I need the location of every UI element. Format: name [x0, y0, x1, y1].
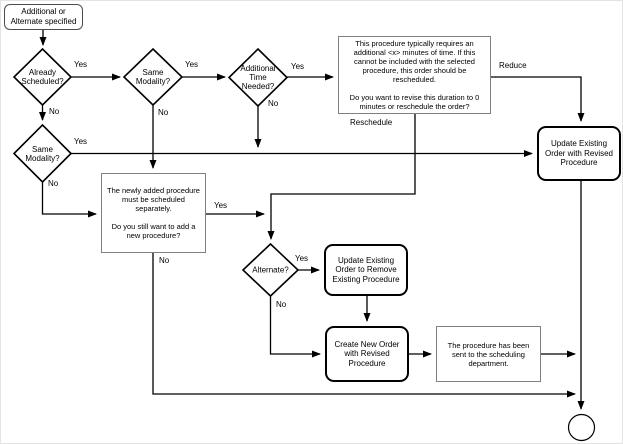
- edge-newly-added-no: [152, 253, 576, 398]
- create-new-order-node: Create New Order with Revised Procedure: [325, 326, 409, 382]
- diamond-same-modality-1: [122, 47, 184, 107]
- sent-to-scheduling-box: The procedure has been sent to the sched…: [436, 326, 541, 382]
- already-scheduled-yes-label: Yes: [73, 60, 89, 69]
- edge-alternate-no: [269, 296, 321, 358]
- edge-reschedule: [267, 114, 416, 240]
- additional-time-no-label: No: [267, 99, 280, 108]
- edge-reduce: [491, 76, 585, 122]
- end-node-circle: [567, 413, 596, 442]
- remove-existing-procedure-node: Update Existing Order to Remove Existing…: [324, 244, 408, 296]
- alternate-yes-label: Yes: [294, 254, 310, 263]
- same-modality-2-no-label: No: [47, 179, 60, 188]
- newly-added-yes-label: Yes: [213, 201, 229, 210]
- diamond-same-modality-2: [12, 123, 73, 184]
- reduce-label: Reduce: [498, 61, 528, 70]
- newly-added-no-label: No: [158, 256, 171, 265]
- update-existing-order-node: Update Existing Order with Revised Proce…: [537, 126, 621, 181]
- diamond-already-scheduled: [12, 47, 73, 107]
- schedule-separately-prompt-box: The newly added procedure must be schedu…: [101, 173, 206, 253]
- same-modality-1-yes-label: Yes: [184, 60, 200, 69]
- diamond-additional-time: [227, 47, 289, 108]
- diamond-alternate: [241, 242, 300, 298]
- edge-same-modality2-no: [41, 182, 97, 218]
- revise-duration-prompt-box: This procedure typically requires an add…: [338, 36, 491, 114]
- same-modality-2-yes-label: Yes: [73, 137, 89, 146]
- additional-time-yes-label: Yes: [290, 62, 306, 71]
- start-node: Additional or Alternate specified: [4, 4, 83, 30]
- already-scheduled-no-label: No: [48, 107, 61, 116]
- alternate-no-label: No: [275, 300, 288, 309]
- same-modality-1-no-label: No: [157, 108, 170, 117]
- reschedule-label: Reschedule: [349, 118, 394, 127]
